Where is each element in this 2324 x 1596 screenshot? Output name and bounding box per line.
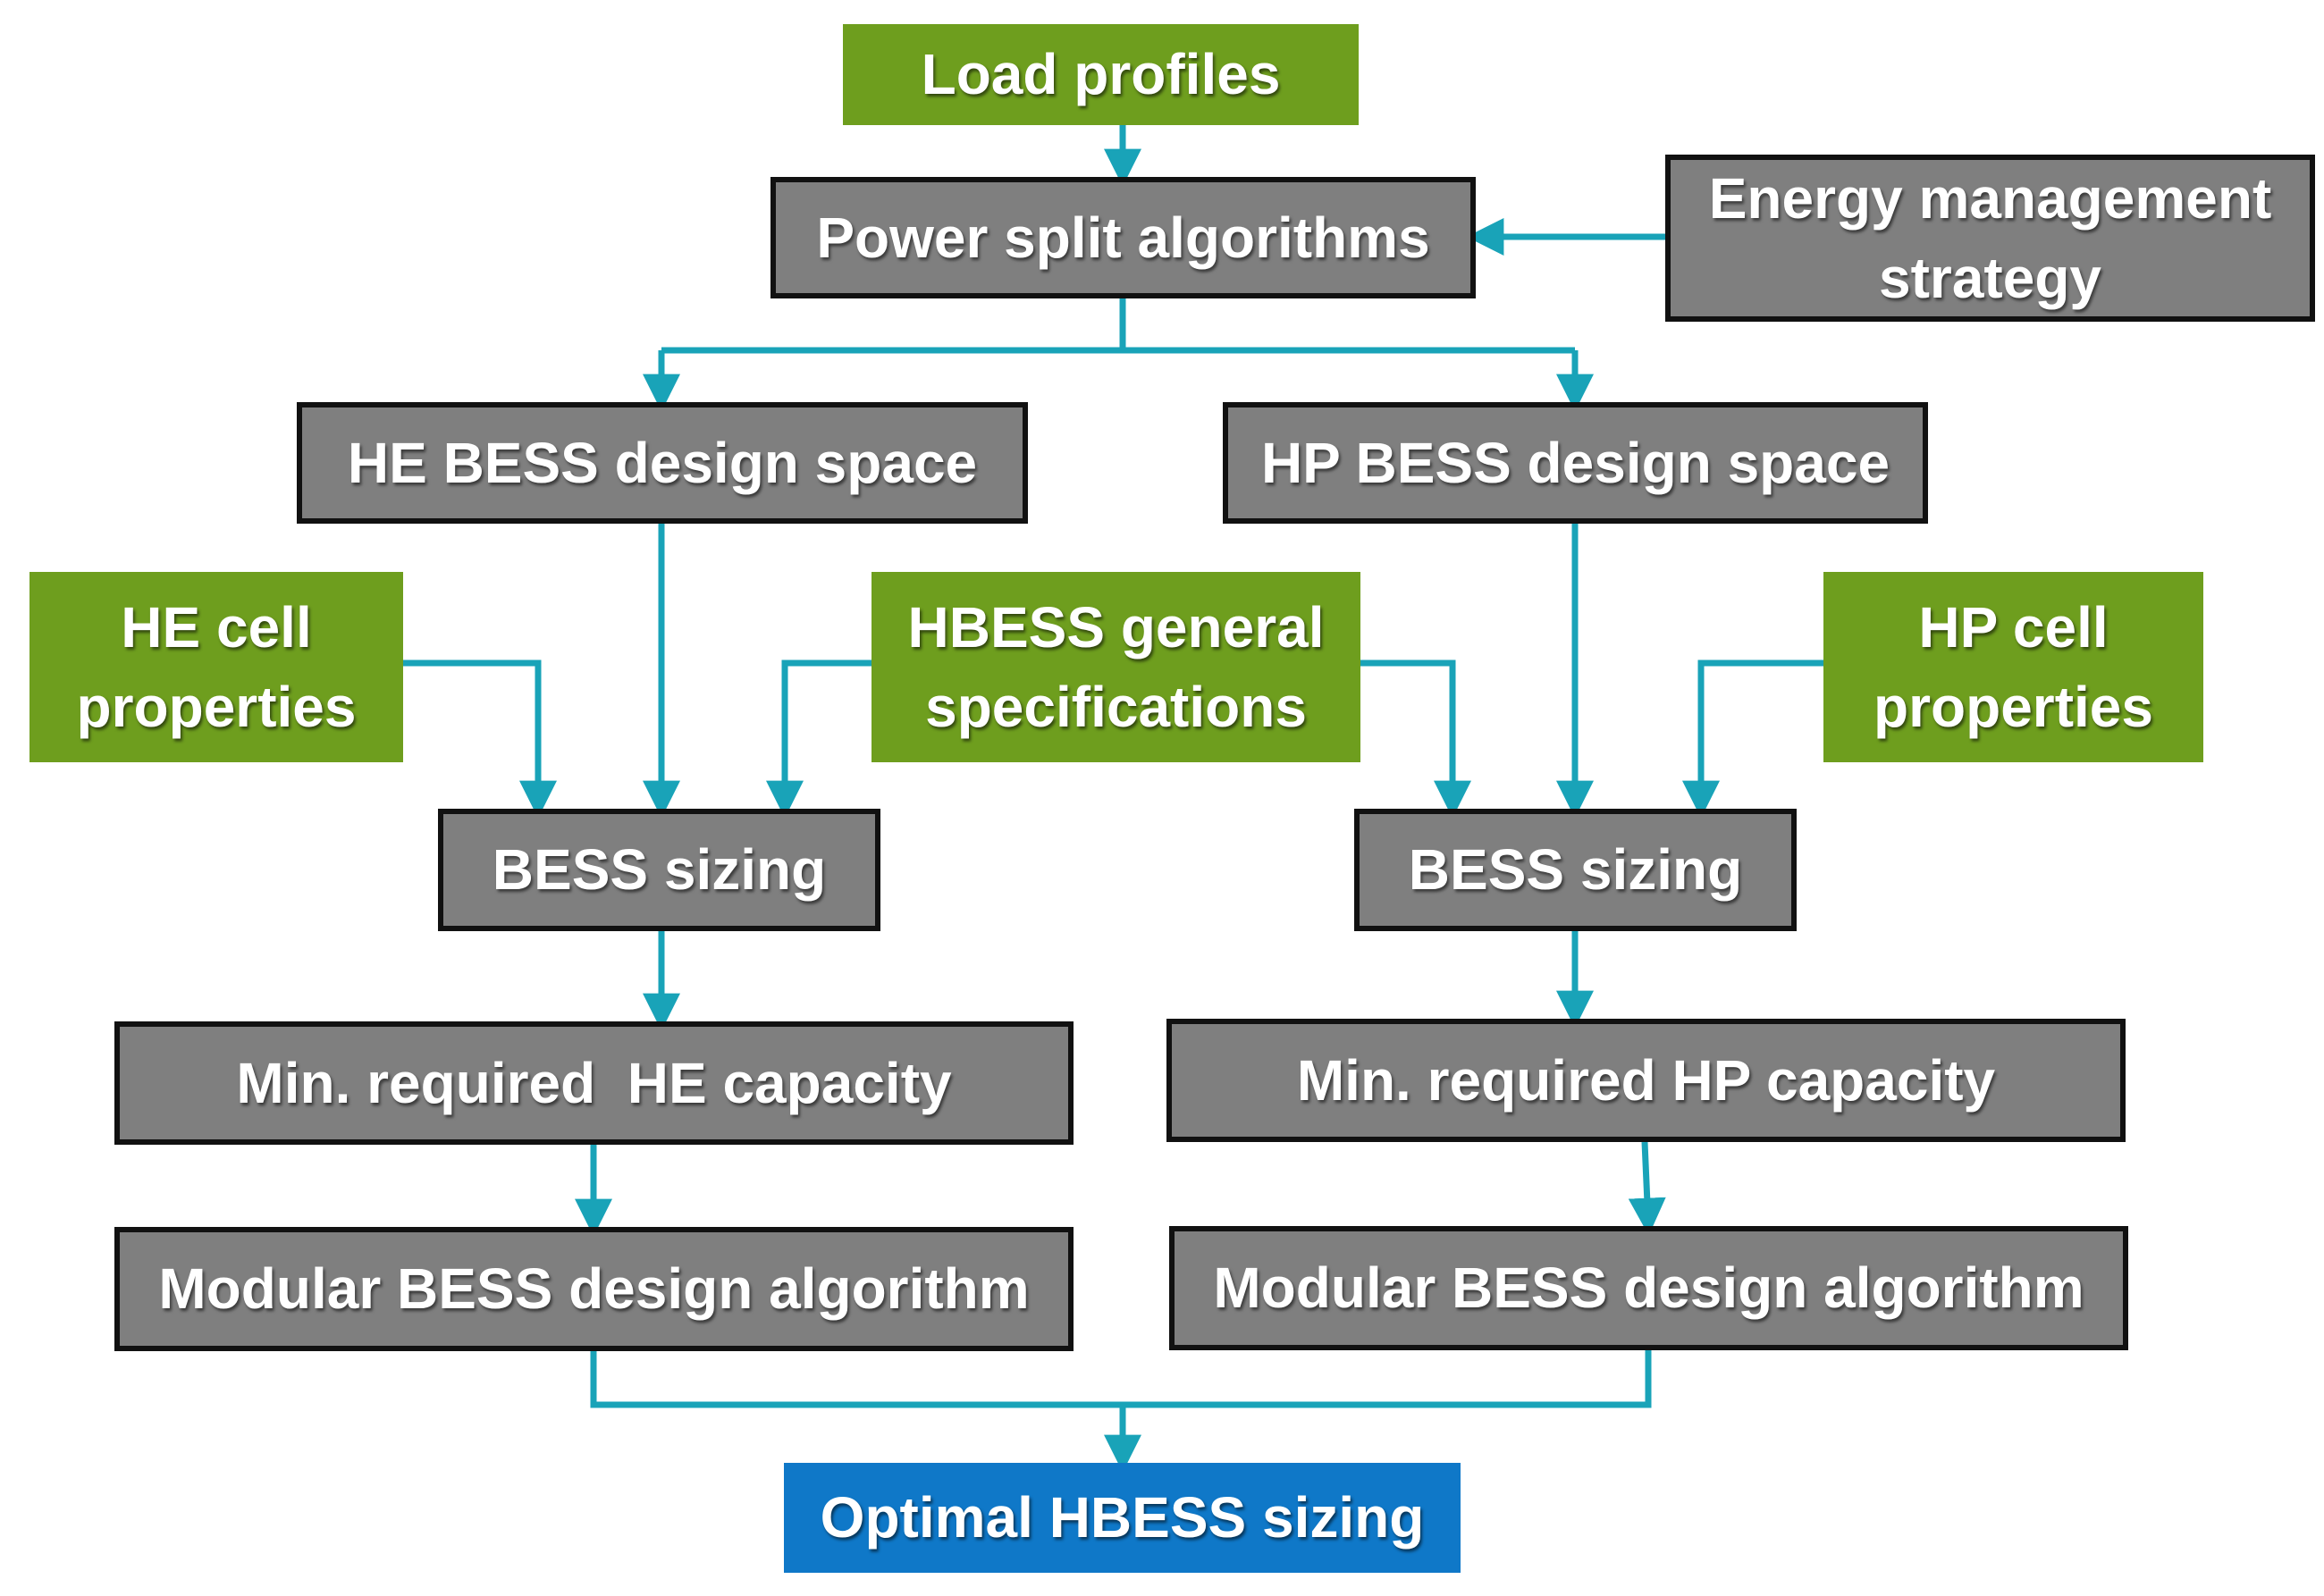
load-profiles-label: Load profiles (921, 42, 1281, 107)
he-modular-bess-design-algorithm-label: Modular BESS design algorithm (158, 1256, 1030, 1322)
hp-cell-properties-box: HP cell properties (1823, 572, 2203, 762)
he-bess-sizing-label: BESS sizing (492, 837, 827, 903)
optimal-hbess-sizing-box: Optimal HBESS sizing (784, 1463, 1461, 1573)
optimal-hbess-sizing-label: Optimal HBESS sizing (820, 1485, 1425, 1550)
hp-bess-design-space-label: HP BESS design space (1260, 430, 1890, 495)
power-split-algorithms-label: Power split algorithms (816, 205, 1430, 270)
energy-management-strategy-box: Energy management strategy (1665, 155, 2315, 322)
hp-cell-properties-label-line-1: HP cell (1918, 595, 2109, 660)
hp-bess-sizing-box: BESS sizing (1354, 809, 1797, 931)
he-cell-properties-box: HE cell properties (29, 572, 403, 762)
he-bess-sizing-box: BESS sizing (438, 809, 880, 931)
he-min-required-capacity-label: Min. required HE capacity (236, 1050, 952, 1115)
hp-min-required-capacity-box: Min. required HP capacity (1166, 1019, 2126, 1142)
he-cell-properties-label-line-1: HE cell (121, 595, 312, 660)
hbess-general-specifications-label-line-2: specifications (925, 674, 1307, 739)
hp-min-required-capacity-label: Min. required HP capacity (1296, 1047, 1996, 1113)
arrow-hp-min-to-modular (1628, 1141, 1666, 1236)
load-profiles-box: Load profiles (843, 24, 1359, 125)
arrow-he-cell-to-sizing (403, 659, 557, 819)
energy-management-strategy-label-line-2: strategy (1879, 245, 2101, 310)
hbess-general-specifications-label-line-1: HBESS general (907, 595, 1325, 660)
hp-bess-design-space-box: HP BESS design space (1223, 402, 1928, 524)
he-cell-properties-label-line-2: properties (76, 674, 357, 739)
he-bess-design-space-box: HE BESS design space (297, 402, 1028, 524)
hp-cell-properties-label-line-2: properties (1874, 674, 2153, 739)
hp-modular-bess-design-algorithm-box: Modular BESS design algorithm (1169, 1226, 2128, 1350)
he-bess-design-space-label: HE BESS design space (347, 430, 978, 495)
arrow-general-to-hp-sizing (1360, 659, 1471, 819)
energy-management-strategy-label-line-1: Energy management (1708, 166, 2272, 231)
power-split-algorithms-box: Power split algorithms (770, 177, 1476, 298)
arrow-hp-cell-to-sizing (1682, 659, 1823, 819)
hp-bess-sizing-label: BESS sizing (1408, 837, 1743, 903)
he-modular-bess-design-algorithm-box: Modular BESS design algorithm (114, 1227, 1074, 1351)
hp-modular-bess-design-algorithm-label: Modular BESS design algorithm (1213, 1256, 2084, 1321)
line-merge-bottom (590, 1350, 1652, 1408)
he-min-required-capacity-box: Min. required HE capacity (114, 1021, 1074, 1145)
hbess-general-specifications-box: HBESS general specifications (872, 572, 1360, 762)
arrow-general-to-he-sizing (766, 659, 872, 819)
